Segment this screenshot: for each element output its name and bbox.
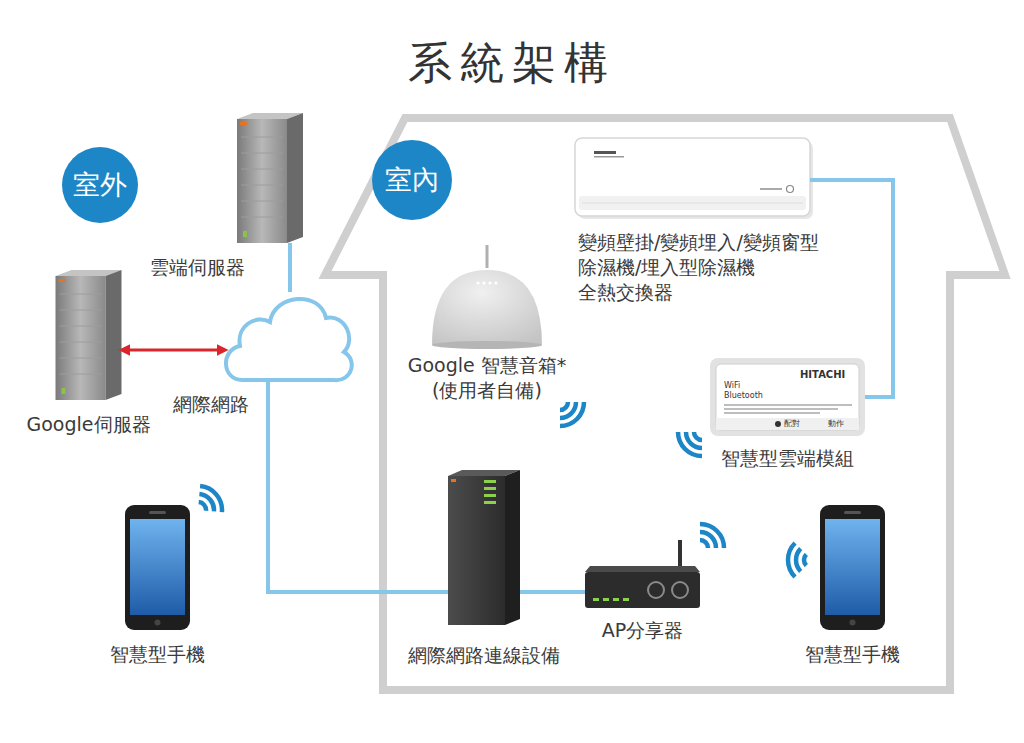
device-label: 變頻壁掛/變頻埋入/變頻窗型 除濕機/埋入型除濕機 全熱交換器 (578, 230, 842, 305)
device-label: Google 智慧音箱* (使用者自備) (382, 353, 592, 403)
device-label: 智慧型手機 (805, 642, 900, 667)
google-server: Google伺服器 (55, 270, 122, 400)
zone-label: 室內 (385, 162, 439, 198)
network-line (268, 382, 448, 592)
caption: 智慧型手機 (805, 642, 900, 667)
zone-badge: 室外 (62, 147, 138, 223)
caption: Google 智慧音箱* (使用者自備) (382, 353, 592, 403)
network-line (520, 590, 585, 594)
caption: AP分享器 (602, 618, 683, 643)
module-label: Bluetooth (724, 392, 763, 400)
caption: 智慧型雲端模組 (721, 446, 854, 471)
device-label: 雲端伺服器 (150, 255, 245, 280)
zone-label: 室外 (73, 167, 127, 203)
ap-router: AP分享器 (585, 540, 700, 610)
data-arrow (122, 349, 225, 352)
air-conditioner: 變頻壁掛/變頻埋入/變頻窗型 除濕機/埋入型除濕機 全熱交換器 (575, 138, 810, 216)
caption: 網際網路連線設備 (408, 643, 560, 668)
device-label: Google伺服器 (27, 412, 151, 437)
device-label: AP分享器 (602, 618, 683, 643)
device-label: 智慧型雲端模組 (721, 446, 854, 471)
brand-label: HITACHI (800, 370, 845, 380)
network-equipment: 網際網路連線設備 (448, 470, 520, 625)
network-line (288, 243, 292, 292)
caption: Google伺服器 (27, 412, 151, 437)
module-label: WiFi (724, 382, 740, 390)
smartphone: 智慧型手機 (820, 505, 885, 630)
device-label: 網際網路 (173, 392, 249, 417)
zone-badge: 室內 (372, 140, 452, 220)
cloud-server: 雲端伺服器 (237, 113, 303, 243)
internet-cloud: 網際網路 (225, 292, 350, 382)
caption: 變頻壁掛/變頻埋入/變頻窗型 除濕機/埋入型除濕機 全熱交換器 (578, 230, 842, 305)
button-label: 動作 (828, 420, 844, 428)
caption: 雲端伺服器 (150, 255, 245, 280)
diagram-title: 系統架構 (0, 34, 1024, 93)
smart-speaker: Google 智慧音箱* (使用者自備) (432, 245, 542, 345)
caption: 智慧型手機 (110, 642, 205, 667)
device-label: 網際網路連線設備 (408, 643, 560, 668)
smartphone: 智慧型手機 (125, 505, 190, 630)
button-label: 配對 (784, 420, 800, 428)
caption: 網際網路 (173, 392, 249, 417)
device-label: 智慧型手機 (110, 642, 205, 667)
network-line (810, 180, 893, 397)
